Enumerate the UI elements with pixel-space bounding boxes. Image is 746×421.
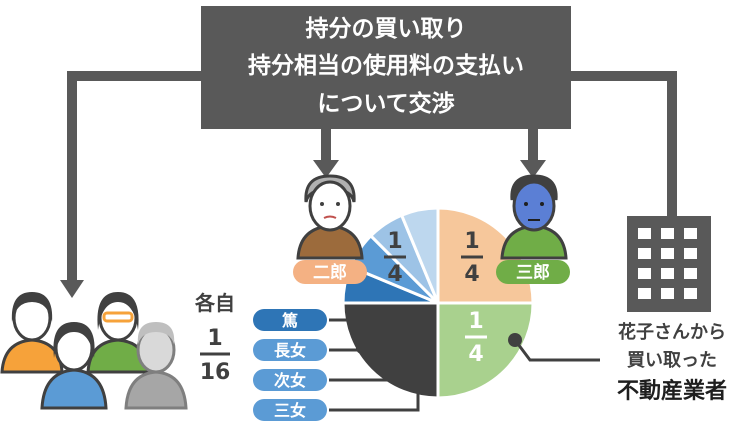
building-windows [638, 228, 697, 299]
dot-atsushi [346, 312, 358, 324]
jiro-avatar [296, 174, 364, 260]
person-chojo-avatar [40, 322, 108, 410]
building-window [684, 288, 697, 299]
pie-slice-2 [341, 301, 440, 400]
building-window [638, 228, 651, 239]
saburo-eye-left [524, 202, 528, 206]
jiro-tag-bg [293, 260, 367, 284]
person-atsushi-avatar [0, 292, 64, 374]
jiro-eye-right [336, 202, 340, 206]
family-callout-dots [346, 312, 430, 379]
jiro-share-denominator: 4 [387, 262, 402, 287]
building-window [684, 248, 697, 259]
pie-label-dealer: 1 4 [465, 309, 487, 367]
sanjo-hair [137, 322, 175, 344]
tag-atsushi [253, 309, 327, 331]
connectors [67, 71, 677, 282]
building-window [661, 248, 674, 259]
saburo-eye-right [540, 202, 544, 206]
atsushi-hair [11, 292, 53, 322]
jijo-hair [97, 292, 139, 330]
jiro-mouth [323, 215, 337, 219]
saburo-face [512, 180, 556, 232]
title-line-2: 持分相当の使用料の支払い [248, 53, 524, 79]
arrow-left-icon [60, 280, 84, 298]
title-box [201, 6, 571, 129]
chojo-hair [53, 322, 95, 358]
saburo-share-numerator: 1 [464, 229, 479, 254]
building-window [661, 268, 674, 279]
saburo-share-denominator: 4 [464, 262, 479, 287]
tag-chojo-label: 長女 [274, 341, 306, 360]
each-share-title: 各自 [194, 291, 235, 315]
saburo-avatar [500, 174, 568, 260]
family-tags: 篤 長女 次女 三女 [253, 309, 327, 421]
tag-atsushi-label: 篤 [281, 311, 298, 330]
dot-sanjo [418, 367, 430, 379]
jiro-tag-label: 二郎 [313, 262, 347, 283]
saburo-tag-bg [496, 260, 570, 284]
connector-left [67, 71, 201, 282]
pie-slice-6 [399, 206, 440, 304]
each-share-denominator: 16 [200, 360, 231, 385]
dealer-line-1: 花子さんから [618, 321, 726, 343]
jijo-glasses [102, 311, 134, 323]
each-share-label: 各自 1 16 [194, 291, 235, 385]
tag-jijo-label: 次女 [274, 371, 306, 390]
pie-label-saburo: 1 4 [461, 229, 483, 287]
family-callouts [329, 318, 420, 412]
pie-label-jiro: 1 4 [384, 229, 406, 287]
person-sanjo-avatar [124, 322, 188, 410]
person-jijo-avatar [86, 292, 150, 374]
dealer-callout [508, 333, 600, 362]
arrow-saburo-icon [520, 160, 546, 178]
building-window [638, 248, 651, 259]
tag-jijo [253, 369, 327, 391]
family-group-avatars [0, 292, 188, 410]
share-pie-chart [341, 206, 535, 400]
dealer-label: 花子さんから 買い取った 不動産業者 [617, 321, 727, 404]
building-icon [627, 216, 711, 312]
pie-slice-1 [436, 301, 535, 400]
callout-jijo [329, 366, 390, 382]
chojo-body [40, 368, 108, 410]
saburo-tag-label: 三郎 [516, 262, 550, 283]
dealer-line-2: 買い取った [627, 350, 717, 371]
tag-chojo [253, 339, 327, 361]
tag-sanjo [253, 399, 327, 421]
building-window [661, 288, 674, 299]
building-window [684, 268, 697, 279]
saburo-tag: 三郎 [496, 260, 570, 284]
sanjo-body [124, 370, 188, 410]
jiro-share-numerator: 1 [387, 229, 402, 254]
title-line-3: について交渉 [317, 90, 454, 117]
dot-jijo [386, 357, 398, 369]
dealer-callout-line [513, 339, 600, 362]
dot-chojo [356, 342, 368, 354]
arrow-jiro-icon [313, 160, 339, 178]
dealer-line-3: 不動産業者 [617, 378, 727, 404]
tag-sanjo-label: 三女 [274, 401, 306, 420]
connector-right [571, 71, 677, 216]
jiro-tag: 二郎 [293, 260, 367, 284]
arrowheads [60, 160, 546, 298]
jiro-eye-left [320, 202, 324, 206]
building-window [684, 228, 697, 239]
each-share-numerator: 1 [207, 326, 222, 351]
building-window [661, 228, 674, 239]
callout-sanjo [329, 372, 420, 412]
atsushi-body [0, 338, 64, 374]
title-line-1: 持分の買い取り [306, 16, 467, 42]
building-window [638, 288, 651, 299]
jiro-face [308, 180, 352, 232]
dealer-share-numerator: 1 [468, 309, 483, 334]
building-window [638, 268, 651, 279]
dealer-share-denominator: 4 [468, 342, 483, 367]
